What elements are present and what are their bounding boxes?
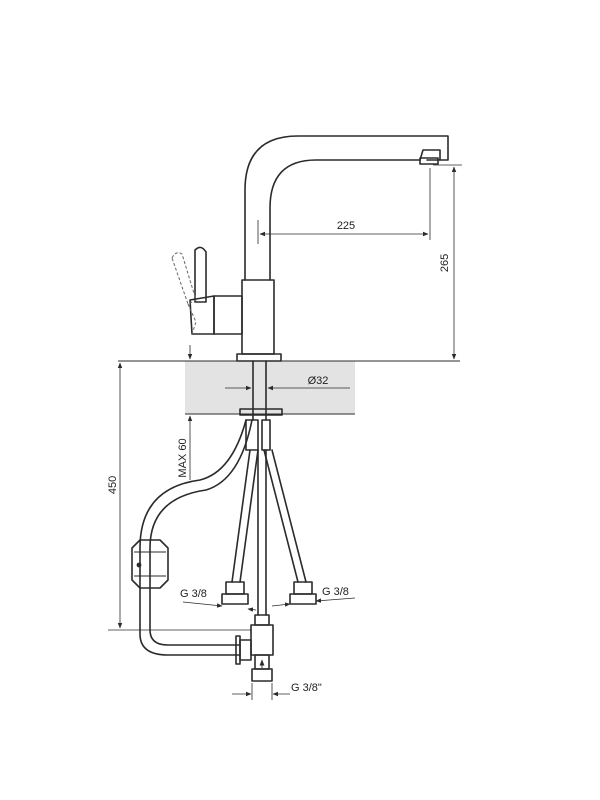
hose-fittings (221, 581, 317, 682)
dimension-hose-length: 450 (107, 362, 252, 631)
filter-indicator-icon (136, 562, 142, 568)
dimension-hole-diameter-label: Ø32 (308, 375, 329, 387)
supply-hoses (139, 419, 307, 656)
spout (244, 135, 449, 281)
dimension-spout-reach: 225 (257, 168, 431, 244)
dimension-max-deck: MAX 60 (177, 345, 193, 480)
dimension-connector-right: G 3/8 (271, 586, 356, 607)
dimension-inlet-connector-label: G 3/8" (291, 682, 322, 694)
dimension-max-deck-label: MAX 60 (177, 438, 189, 477)
dimension-inlet-connector: G 3/8" (232, 682, 322, 700)
dimension-connector-left-label: G 3/8 (180, 588, 207, 600)
dimension-spout-height-label: 265 (439, 254, 451, 272)
dimension-connector-right-label: G 3/8 (322, 586, 349, 598)
dimension-spout-height: 265 (433, 164, 462, 360)
dimension-spout-reach-label: 225 (337, 220, 355, 232)
faucet-body (213, 279, 282, 362)
dimension-hole-diameter: Ø32 (225, 375, 350, 391)
countertop-section (185, 361, 355, 414)
dimension-hose-length-label: 450 (107, 476, 119, 494)
dimension-connector-left: G 3/8 (180, 588, 257, 612)
inline-filter (131, 539, 169, 589)
handle-lever (171, 246, 215, 335)
